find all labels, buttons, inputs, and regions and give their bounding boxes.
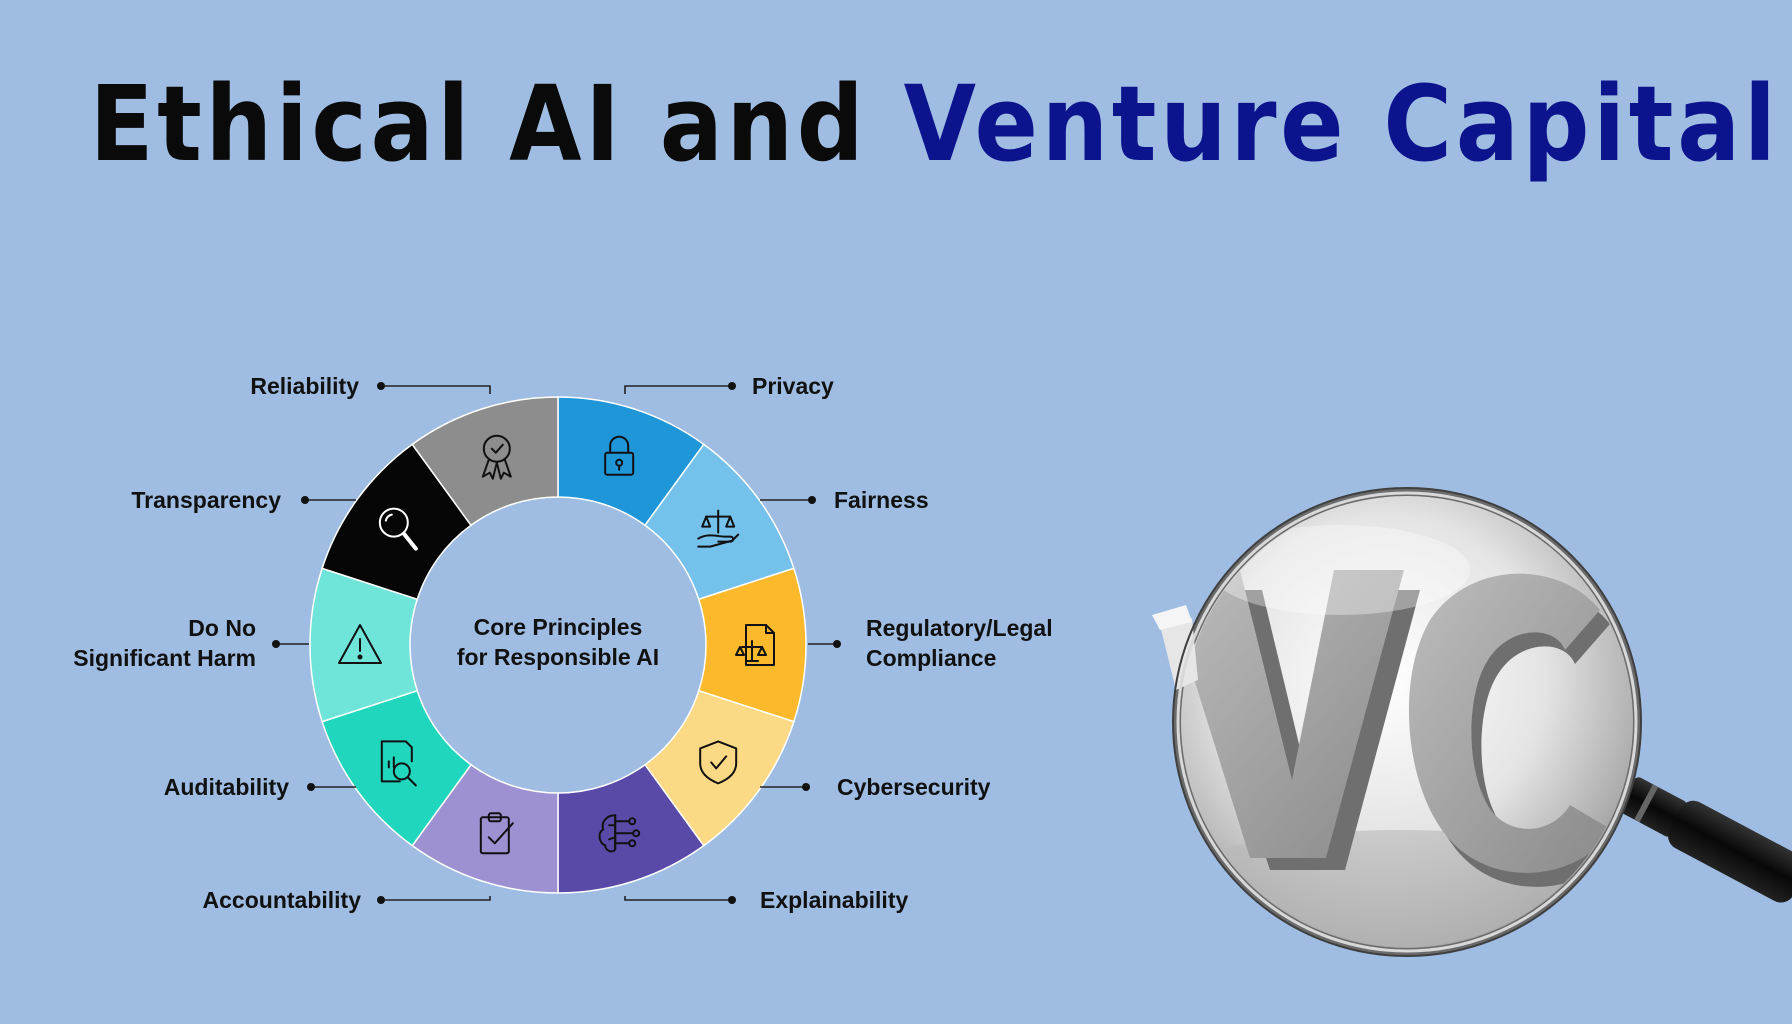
title-part-1: Ethical AI and: [89, 63, 868, 185]
label-harm-line-2: Significant Harm: [73, 645, 256, 671]
warning-icon: [338, 624, 382, 664]
wheel-center-label: Core Principles for Responsible AI: [418, 612, 698, 672]
label-regulatory-legal-compliance: Regulatory/Legal Compliance: [866, 613, 1053, 673]
leader-dot: [802, 783, 810, 791]
leader-dot: [272, 640, 280, 648]
page-title: Ethical AI and Venture Capital: [90, 72, 1776, 176]
title-part-2: Venture Capital: [903, 63, 1780, 185]
wheel-segment-reliability: [411, 396, 559, 527]
legal-document-icon: [735, 624, 775, 666]
clipboard-check-icon: [479, 812, 514, 855]
label-regulatory-line-1: Regulatory/Legal: [866, 615, 1053, 641]
label-reliability: Reliability: [250, 373, 359, 399]
leader-dot: [307, 783, 315, 791]
lock-icon: [604, 435, 635, 476]
leader-dot: [377, 896, 385, 904]
leader-dot: [833, 640, 841, 648]
leader-line: [381, 385, 491, 394]
center-label-line-2: for Responsible AI: [456, 644, 660, 670]
scales-hand-icon: [697, 509, 740, 548]
label-privacy: Privacy: [752, 373, 834, 399]
label-regulatory-line-2: Compliance: [866, 645, 997, 671]
label-harm-line-1: Do No: [188, 615, 256, 641]
document-magnifier-icon: [380, 740, 417, 787]
award-badge-icon: [481, 434, 512, 480]
leader-line: [624, 896, 732, 901]
shield-check-icon: [699, 740, 738, 785]
label-do-no-significant-harm: Do No Significant Harm: [73, 613, 256, 673]
magnifier-icon: [378, 507, 418, 551]
label-explainability: Explainability: [760, 887, 909, 913]
magnifying-glass-icon: [1152, 487, 1792, 957]
vc-text: VC: [0, 0, 2, 1]
leader-line: [381, 896, 491, 901]
leader-dot: [377, 382, 385, 390]
leader-dot: [728, 382, 736, 390]
leader-dot: [728, 896, 736, 904]
label-fairness: Fairness: [834, 487, 929, 513]
leader-dot: [301, 496, 309, 504]
brain-circuit-icon: [598, 814, 641, 853]
leader-line: [624, 385, 732, 394]
center-label-line-1: Core Principles: [473, 614, 643, 640]
label-cybersecurity: Cybersecurity: [837, 774, 991, 800]
label-transparency: Transparency: [131, 487, 281, 513]
leader-dot: [808, 496, 816, 504]
label-auditability: Auditability: [163, 774, 289, 800]
label-accountability: Accountability: [202, 887, 361, 913]
